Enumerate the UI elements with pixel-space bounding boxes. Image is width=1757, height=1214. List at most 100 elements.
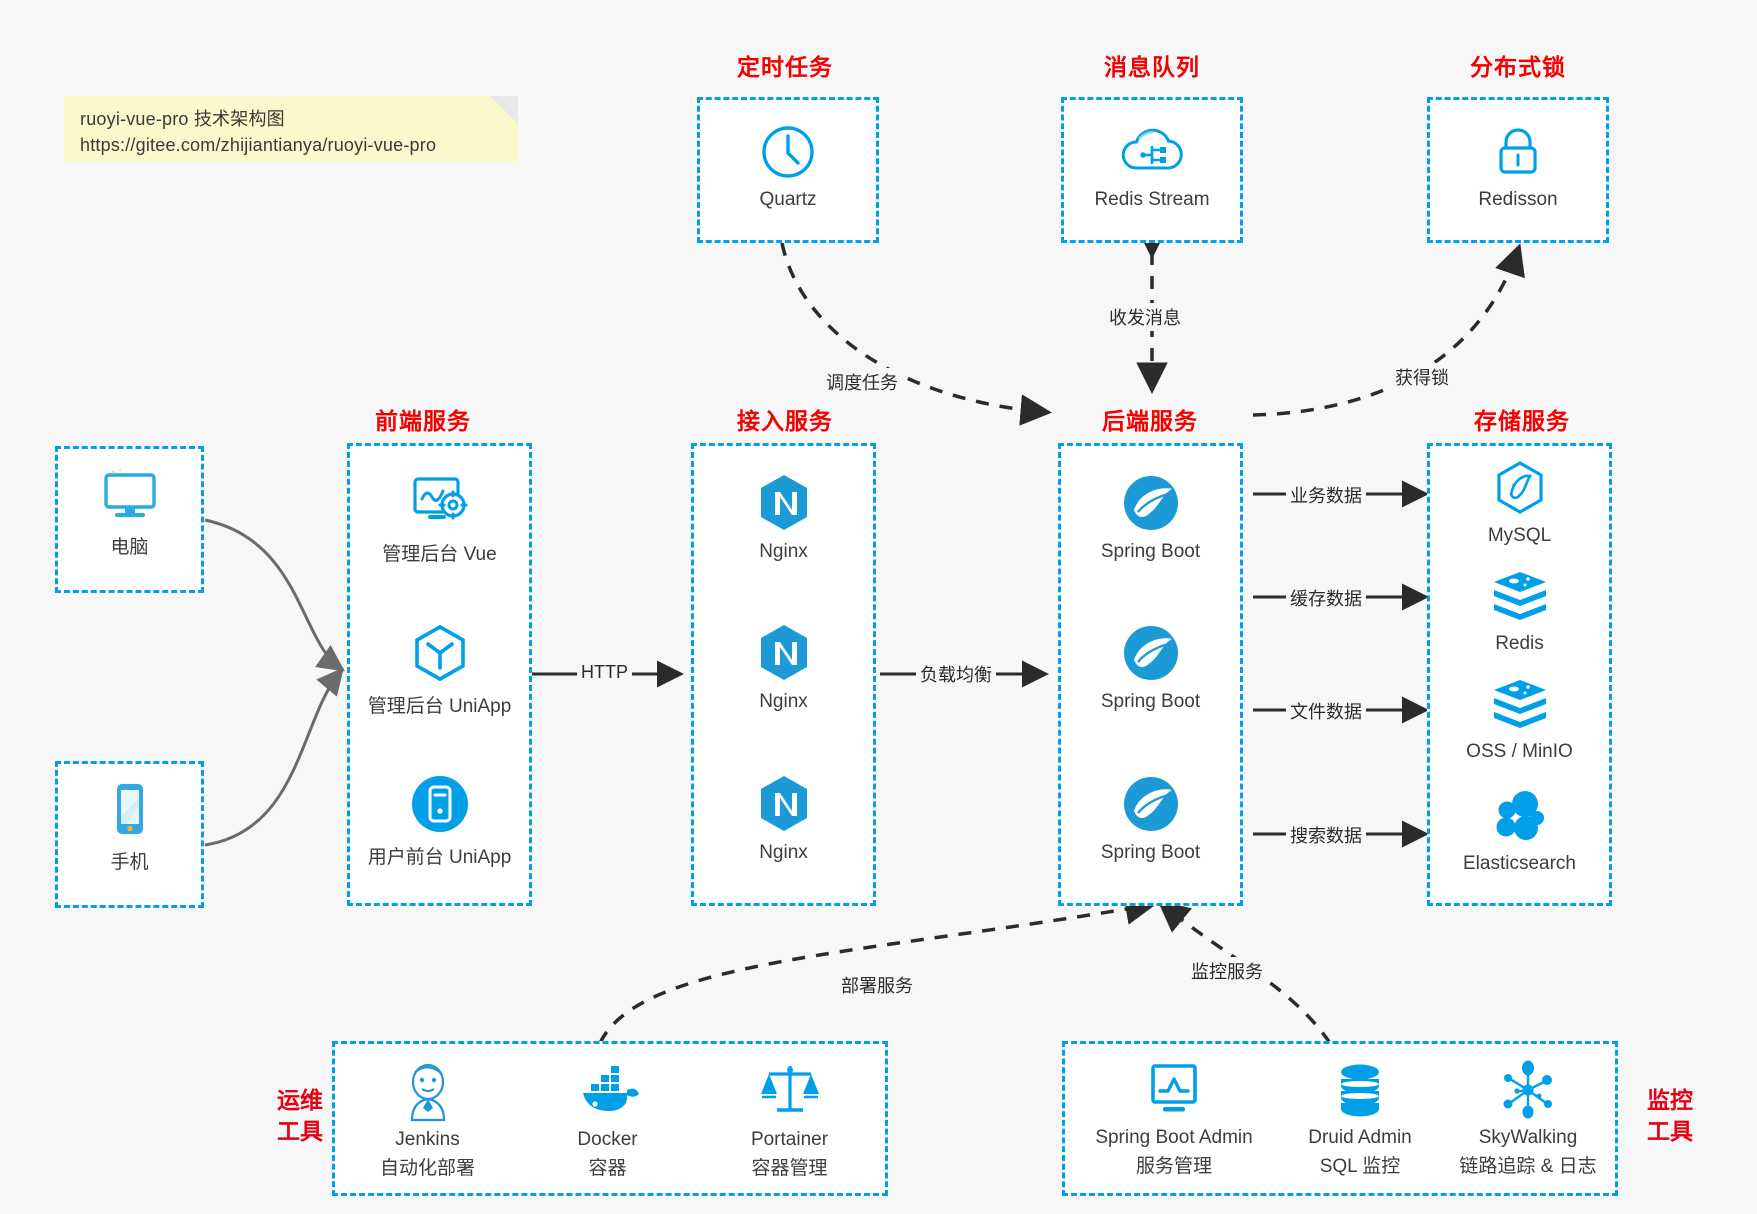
note-line-1: ruoyi-vue-pro 技术架构图 xyxy=(80,109,285,129)
edge-label-schedule-task: 调度任务 xyxy=(822,368,902,396)
node-quartz[interactable]: Quartz xyxy=(700,122,876,211)
group-box-devops[interactable]: Jenkins 自动化部署 Docker 容器 xyxy=(332,1041,888,1196)
group-title-devops: 运维 工具 xyxy=(258,1085,342,1147)
dashboard-gear-icon xyxy=(350,472,529,532)
node-redisson[interactable]: Redisson xyxy=(1430,122,1606,211)
mysql-icon xyxy=(1430,460,1609,518)
lock-icon xyxy=(1430,122,1606,182)
node-spring-boot-admin[interactable]: Spring Boot Admin 服务管理 xyxy=(1069,1060,1279,1178)
node-skywalking[interactable]: SkyWalking 链路追踪 & 日志 xyxy=(1423,1060,1633,1178)
database-icon xyxy=(1255,1060,1465,1120)
node-sublabel: 自动化部署 xyxy=(379,1158,475,1179)
hexagon-cube-icon xyxy=(350,622,529,684)
node-spring-boot-2[interactable]: Spring Boot xyxy=(1061,622,1240,713)
group-box-frontend[interactable]: 管理后台 Vue 管理后台 UniApp 用户前台 U xyxy=(347,443,532,906)
spring-boot-icon xyxy=(1061,622,1240,684)
edge-label-http: HTTP xyxy=(577,661,632,684)
node-mobile[interactable]: 手机 xyxy=(58,782,201,874)
node-redis-stream[interactable]: Redis Stream xyxy=(1064,122,1240,211)
edge-label-monitor-service: 监控服务 xyxy=(1187,957,1267,985)
group-box-gateway[interactable]: Nginx Nginx Nginx xyxy=(691,443,876,906)
group-title-gateway: 接入服务 xyxy=(737,408,833,434)
nginx-icon xyxy=(694,472,873,534)
spring-boot-icon xyxy=(1061,773,1240,835)
node-mysql[interactable]: MySQL xyxy=(1430,460,1609,547)
node-jenkins[interactable]: Jenkins 自动化部署 xyxy=(345,1060,510,1180)
jenkins-icon xyxy=(345,1060,510,1122)
group-box-monitor[interactable]: Spring Boot Admin 服务管理 xyxy=(1062,1041,1618,1196)
node-user-uniapp[interactable]: 用户前台 UniApp xyxy=(350,773,529,869)
monitor-chart-icon xyxy=(1069,1060,1279,1120)
group-title-devops-line2: 工具 xyxy=(277,1118,323,1145)
group-box-scheduler[interactable]: Quartz xyxy=(697,97,879,243)
node-elasticsearch[interactable]: Elasticsearch xyxy=(1430,788,1609,875)
node-label: Druid Admin xyxy=(1308,1127,1412,1148)
node-spring-boot-3[interactable]: Spring Boot xyxy=(1061,773,1240,864)
desktop-icon xyxy=(58,467,201,525)
group-box-storage[interactable]: MySQL Redis xyxy=(1427,443,1612,906)
group-title-backend: 后端服务 xyxy=(1102,408,1198,434)
node-redis[interactable]: Redis xyxy=(1430,568,1609,655)
group-title-monitor-line1: 监控 xyxy=(1647,1087,1693,1113)
group-title-lock: 分布式锁 xyxy=(1470,54,1566,80)
node-label: Redis xyxy=(1495,633,1544,654)
edge-label-acquire-lock: 获得锁 xyxy=(1391,363,1453,391)
node-spring-boot-1[interactable]: Spring Boot xyxy=(1061,472,1240,563)
node-oss-minio[interactable]: OSS / MinIO xyxy=(1430,676,1609,763)
group-title-storage: 存储服务 xyxy=(1474,408,1570,434)
cloud-stream-icon xyxy=(1064,122,1240,182)
node-admin-uniapp[interactable]: 管理后台 UniApp xyxy=(350,622,529,718)
node-sublabel: 容器 xyxy=(588,1158,627,1179)
sticky-note: ruoyi-vue-pro 技术架构图 https://gitee.com/zh… xyxy=(64,96,518,162)
node-label: 手机 xyxy=(110,852,149,873)
node-label: Redis Stream xyxy=(1094,189,1210,210)
note-line-2: https://gitee.com/zhijiantianya/ruoyi-vu… xyxy=(80,135,437,156)
redis-stack-icon xyxy=(1430,568,1609,626)
edge-label-deploy-service: 部署服务 xyxy=(837,971,917,999)
node-label: 用户前台 UniApp xyxy=(367,847,512,868)
node-nginx-3[interactable]: Nginx xyxy=(694,773,873,864)
node-label: 管理后台 UniApp xyxy=(367,696,512,717)
node-nginx-1[interactable]: Nginx xyxy=(694,472,873,563)
node-label: Elasticsearch xyxy=(1463,853,1576,874)
node-nginx-2[interactable]: Nginx xyxy=(694,622,873,713)
node-label: Quartz xyxy=(759,189,817,210)
scales-icon xyxy=(707,1060,872,1122)
group-box-client-mobile[interactable]: 手机 xyxy=(55,761,204,908)
app-circle-icon xyxy=(350,773,529,835)
node-label: 电脑 xyxy=(110,537,149,558)
edge-label-cache-data: 缓存数据 xyxy=(1286,584,1366,612)
group-box-client-desktop[interactable]: 电脑 xyxy=(55,446,204,593)
node-label: Spring Boot xyxy=(1100,842,1201,863)
node-desktop[interactable]: 电脑 xyxy=(58,467,201,559)
group-title-monitor-line2: 工具 xyxy=(1647,1118,1693,1145)
group-title-scheduler: 定时任务 xyxy=(737,54,833,80)
edge-label-business-data: 业务数据 xyxy=(1286,481,1366,509)
node-label: Nginx xyxy=(759,842,808,863)
node-portainer[interactable]: Portainer 容器管理 xyxy=(707,1060,872,1180)
group-box-backend[interactable]: Spring Boot Spring Boot Spring Boot xyxy=(1058,443,1243,906)
node-label: Portainer xyxy=(750,1129,829,1150)
node-label: MySQL xyxy=(1487,525,1552,546)
edge-label-search-data: 搜索数据 xyxy=(1286,821,1366,849)
note-fold-corner xyxy=(490,96,518,124)
node-sublabel: 容器管理 xyxy=(751,1158,828,1179)
spring-boot-icon xyxy=(1061,472,1240,534)
group-box-lock[interactable]: Redisson xyxy=(1427,97,1609,243)
edge-label-load-balance: 负载均衡 xyxy=(916,660,996,688)
group-box-mq[interactable]: Redis Stream xyxy=(1061,97,1243,243)
node-sublabel: SQL 监控 xyxy=(1319,1156,1401,1177)
elasticsearch-icon xyxy=(1430,788,1609,846)
node-druid-admin[interactable]: Druid Admin SQL 监控 xyxy=(1255,1060,1465,1178)
node-sublabel: 服务管理 xyxy=(1135,1156,1212,1177)
node-label: OSS / MinIO xyxy=(1466,741,1573,762)
node-admin-vue[interactable]: 管理后台 Vue xyxy=(350,472,529,566)
node-label: Nginx xyxy=(759,541,808,562)
node-label: Jenkins xyxy=(395,1129,460,1150)
node-label: Docker xyxy=(577,1129,638,1150)
node-label: SkyWalking xyxy=(1478,1127,1578,1148)
group-title-monitor: 监控 工具 xyxy=(1628,1085,1712,1147)
group-title-mq: 消息队列 xyxy=(1104,54,1200,80)
node-label: Spring Boot Admin xyxy=(1095,1127,1253,1148)
node-docker[interactable]: Docker 容器 xyxy=(525,1060,690,1180)
